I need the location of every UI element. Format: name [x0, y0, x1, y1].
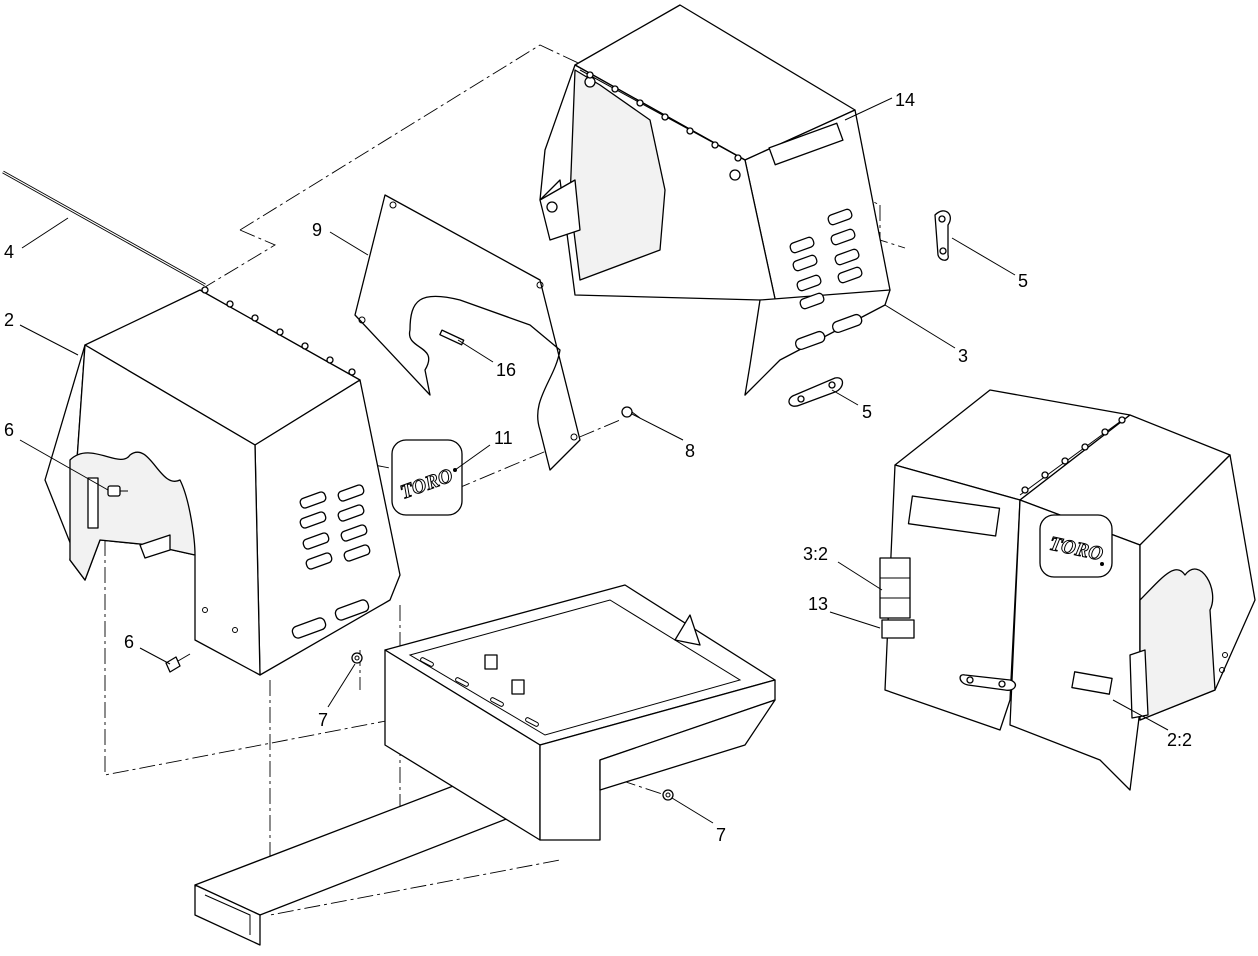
- right-upper-cover-part: [539, 4, 891, 396]
- inner-panel-part: [354, 194, 581, 471]
- callout-6-upper: 6: [4, 420, 14, 440]
- callout-2-2: 2:2: [1167, 730, 1192, 750]
- callout-11: 11: [494, 428, 513, 448]
- latch-link: [959, 674, 1017, 691]
- callout-7-right: 7: [716, 825, 726, 845]
- left-cover-part: TORO: [44, 286, 463, 676]
- callout-3: 3: [958, 346, 968, 366]
- callout-8: 8: [685, 441, 695, 461]
- bolt: [107, 485, 128, 497]
- hinge-knuckles-right: [579, 69, 746, 162]
- vent-slots-right: [789, 208, 863, 351]
- toro-logo-decal: TORO: [391, 439, 463, 516]
- mounting-frame: [384, 584, 776, 841]
- callouts: 4 2 6 6 9 16 11 8 7 7 14 5 3 5 3:2 13 2:…: [4, 90, 1192, 845]
- vent-slots-left: [291, 484, 371, 639]
- bolt: [621, 406, 641, 419]
- hinge-rod-part: [2, 170, 206, 287]
- callout-9: 9: [312, 220, 322, 240]
- hinge-knuckles-assembled: [1019, 416, 1126, 496]
- callout-5-upper: 5: [1018, 271, 1028, 291]
- callout-5-lower: 5: [862, 402, 872, 422]
- callout-13: 13: [808, 594, 828, 614]
- callout-16: 16: [496, 360, 516, 380]
- nut: [662, 789, 674, 801]
- callout-6-lower: 6: [124, 632, 134, 652]
- latch-link: [934, 210, 951, 261]
- callout-2: 2: [4, 310, 14, 330]
- callout-14: 14: [895, 90, 915, 110]
- assembled-cover: TORO: [879, 389, 1256, 791]
- bolt: [165, 653, 191, 673]
- hinge-knuckles-left: [199, 286, 361, 381]
- leader-lines: [19, 97, 1169, 824]
- toro-logo-decal: TORO: [1039, 514, 1113, 578]
- callout-3-2: 3:2: [803, 544, 828, 564]
- nut: [351, 652, 363, 664]
- frame-slots: [420, 657, 539, 727]
- callout-7-left: 7: [318, 710, 328, 730]
- callout-4: 4: [4, 242, 14, 262]
